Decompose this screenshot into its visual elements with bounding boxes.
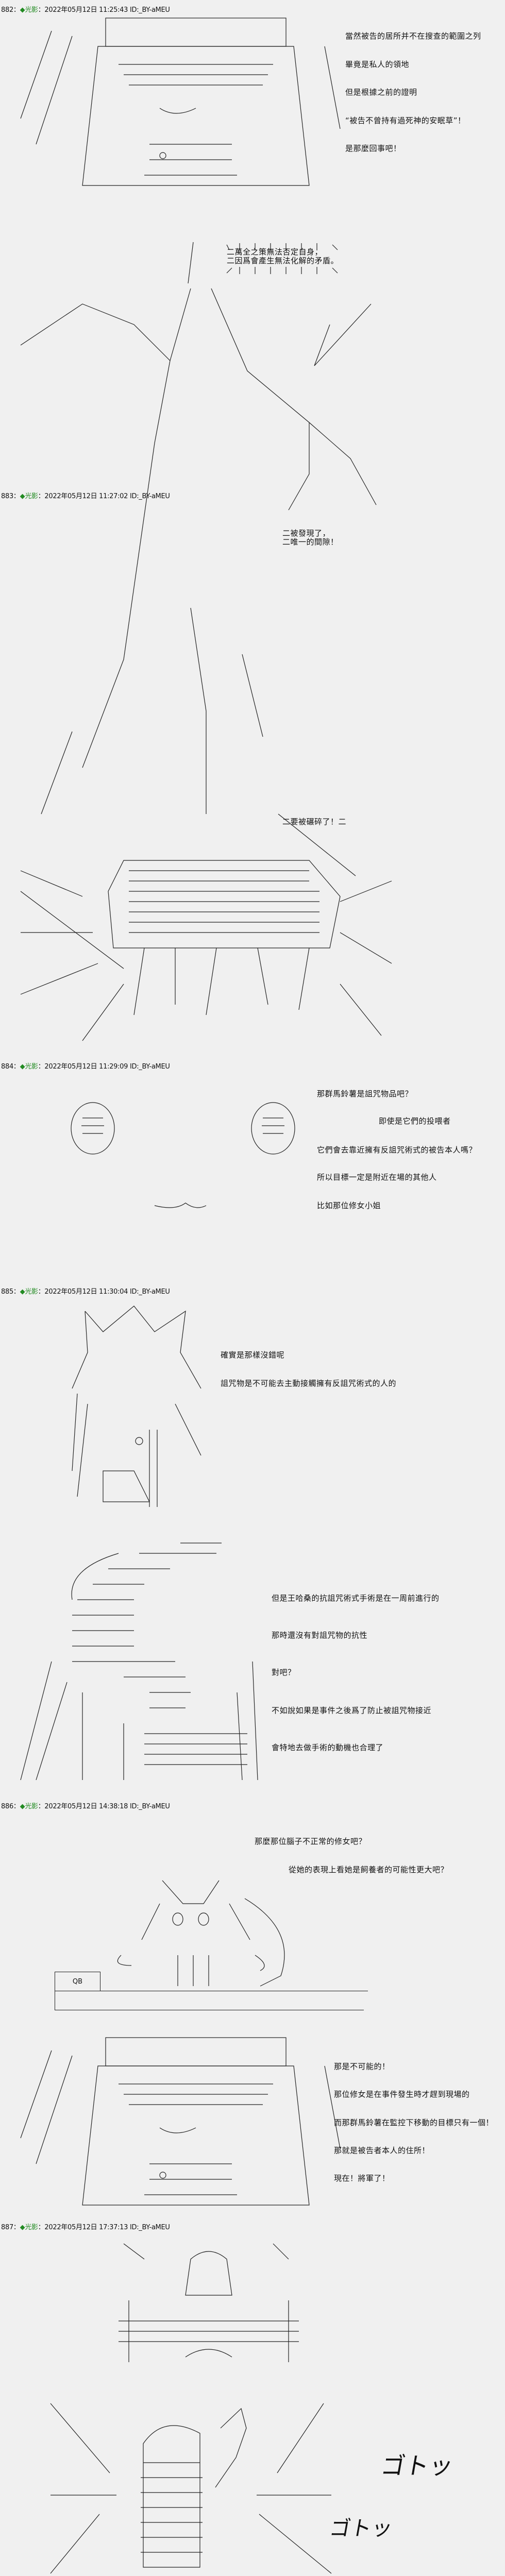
trip-diamond-icon: ◆ xyxy=(20,1288,25,1296)
dialogue-line: 會特地去做手術的動機也合理了 xyxy=(272,1743,384,1752)
dialogue-line: 畢竟是私人的領地 xyxy=(345,60,410,69)
separator: ： xyxy=(13,2224,20,2231)
dialogue-line: 那時還沒有對詛咒物的抗性 xyxy=(272,1631,368,1640)
dialogue-line: 確實是那樣沒錯呢 xyxy=(221,1350,285,1360)
dialogue-line: 比如那位修女小姐 xyxy=(317,1201,381,1210)
sound-effect: ゴトッ xyxy=(379,2452,456,2480)
separator: ： xyxy=(13,1288,20,1296)
nameplate-text: QB xyxy=(72,1978,83,1986)
dialogue-line: 那麼那位腦子不正常的修女吧？ xyxy=(255,1837,367,1846)
dialogue-line: 從她的表現上看她是飼養者的可能性更大吧？ xyxy=(289,1865,449,1874)
post-header-886: 886：◆光影：2022年05月12日 14:38:18 ID:_BY-aMEU xyxy=(1,1801,170,1810)
post-number[interactable]: 885 xyxy=(1,1288,13,1296)
poster-name: 光影 xyxy=(25,493,38,500)
character-art-hassan xyxy=(20,1543,258,1781)
dialogue-line: 那是不可能的！ xyxy=(334,2062,390,2071)
poster-name: 光影 xyxy=(25,1288,38,1296)
character-art-stacked-potatoes xyxy=(50,2403,332,2574)
post-header-885: 885：◆光影：2022年05月12日 11:30:04 ID:_BY-aMEU xyxy=(1,1286,170,1296)
dialogue-line: “被告不曾持有過死神的安眠草”！ xyxy=(345,116,466,125)
post-meta: ：2022年05月12日 11:30:04 ID:_BY-aMEU xyxy=(38,1288,170,1296)
character-art-group xyxy=(119,2243,299,2362)
potato-art xyxy=(71,1102,295,1208)
nameplate: QB xyxy=(55,1972,100,1991)
crushing-art xyxy=(20,860,392,1041)
dialogue-line: 那就是被告者本人的住所！ xyxy=(334,2146,430,2155)
post-header-884: 884：◆光影：2022年05月12日 11:29:09 ID:_BY-aMEU xyxy=(1,1061,170,1071)
character-art-judge xyxy=(20,2037,341,2206)
dialogue-line: 而那群馬鈴薯在監控下移動的目標只有一個！ xyxy=(334,2118,494,2127)
post-meta: ：2022年05月12日 14:38:18 ID:_BY-aMEU xyxy=(38,1803,170,1810)
dialogue-line: 即使是它們的投喂者 xyxy=(379,1116,451,1126)
character-art-judge xyxy=(20,18,341,186)
trip-diamond-icon: ◆ xyxy=(20,1063,25,1071)
trip-diamond-icon: ◆ xyxy=(20,6,25,14)
character-art-qb xyxy=(117,1880,285,1987)
character-art-girl xyxy=(72,1306,201,1507)
dialogue-line: 所以目標一定是附近在場的其他人 xyxy=(317,1173,437,1182)
dialogue-line: 不如說如果是事件之後爲了防止被詛咒物接近 xyxy=(272,1706,432,1715)
post-number[interactable]: 886 xyxy=(1,1803,13,1810)
dialogue-line: 它們會去靠近擁有反詛咒術式的被告本人嗎？ xyxy=(317,1145,477,1155)
dialogue-line: 當然被告的居所并不在搜查的範圍之列 xyxy=(345,31,481,41)
post-header-887: 887：◆光影：2022年05月12日 17:37:13 ID:_BY-aMEU xyxy=(1,2222,170,2231)
bubble-line: 二萬全之策無法否定自身， xyxy=(227,247,323,257)
post-meta: ：2022年05月12日 17:37:13 ID:_BY-aMEU xyxy=(38,2224,170,2231)
dialogue-line: 但是王哈桑的抗詛咒術式手術是在一周前進行的 xyxy=(272,1594,440,1603)
trip-diamond-icon: ◆ xyxy=(20,493,25,500)
trip-diamond-icon: ◆ xyxy=(20,1803,25,1810)
dialogue-line: 詛咒物是不可能去主動接觸擁有反詛咒術式的人的 xyxy=(221,1379,397,1388)
dialogue-line: 那群馬鈴薯是詛咒物品吧？ xyxy=(317,1089,413,1098)
bubble-line: 二要被碾碎了！二 xyxy=(282,817,347,826)
poster-name: 光影 xyxy=(25,1803,38,1810)
poster-name: 光影 xyxy=(25,1063,38,1071)
post-meta: ：2022年05月12日 11:25:43 ID:_BY-aMEU xyxy=(38,6,170,14)
speech-burst xyxy=(188,242,338,284)
post-number[interactable]: 884 xyxy=(1,1063,13,1071)
bubble-line: 二唯一的間隙！ xyxy=(282,537,339,547)
bubble-line: 二被發現了， xyxy=(282,529,331,538)
separator: ： xyxy=(13,1063,20,1071)
separator: ： xyxy=(13,493,20,500)
poster-name: 光影 xyxy=(25,6,38,14)
lightning-art xyxy=(20,288,377,969)
post-header-882: 882：◆光影：2022年05月12日 11:25:43 ID:_BY-aMEU xyxy=(1,4,170,14)
bubble-line: 二因爲會產生無法化解的矛盾。 xyxy=(227,256,339,265)
post-number[interactable]: 882 xyxy=(1,6,13,14)
poster-name: 光影 xyxy=(25,2224,38,2231)
sound-effect: ゴトッ xyxy=(327,2517,395,2540)
separator: ： xyxy=(13,6,20,14)
dialogue-line: 是那麼回事吧！ xyxy=(345,144,401,153)
dialogue-line: 那位修女是在事件發生時才趕到現場的 xyxy=(334,2090,470,2099)
separator: ： xyxy=(13,1803,20,1810)
post-meta: ：2022年05月12日 11:27:02 ID:_BY-aMEU xyxy=(38,493,170,500)
dialogue-line: 對吧？ xyxy=(272,1668,296,1677)
post-number[interactable]: 887 xyxy=(1,2224,13,2231)
trip-diamond-icon: ◆ xyxy=(20,2224,25,2231)
post-meta: ：2022年05月12日 11:29:09 ID:_BY-aMEU xyxy=(38,1063,170,1071)
post-number[interactable]: 883 xyxy=(1,493,13,500)
post-header-883: 883：◆光影：2022年05月12日 11:27:02 ID:_BY-aMEU xyxy=(1,490,170,500)
dialogue-line: 但是根據之前的證明 xyxy=(345,88,417,97)
dialogue-line: 現在！將軍了！ xyxy=(334,2174,390,2183)
